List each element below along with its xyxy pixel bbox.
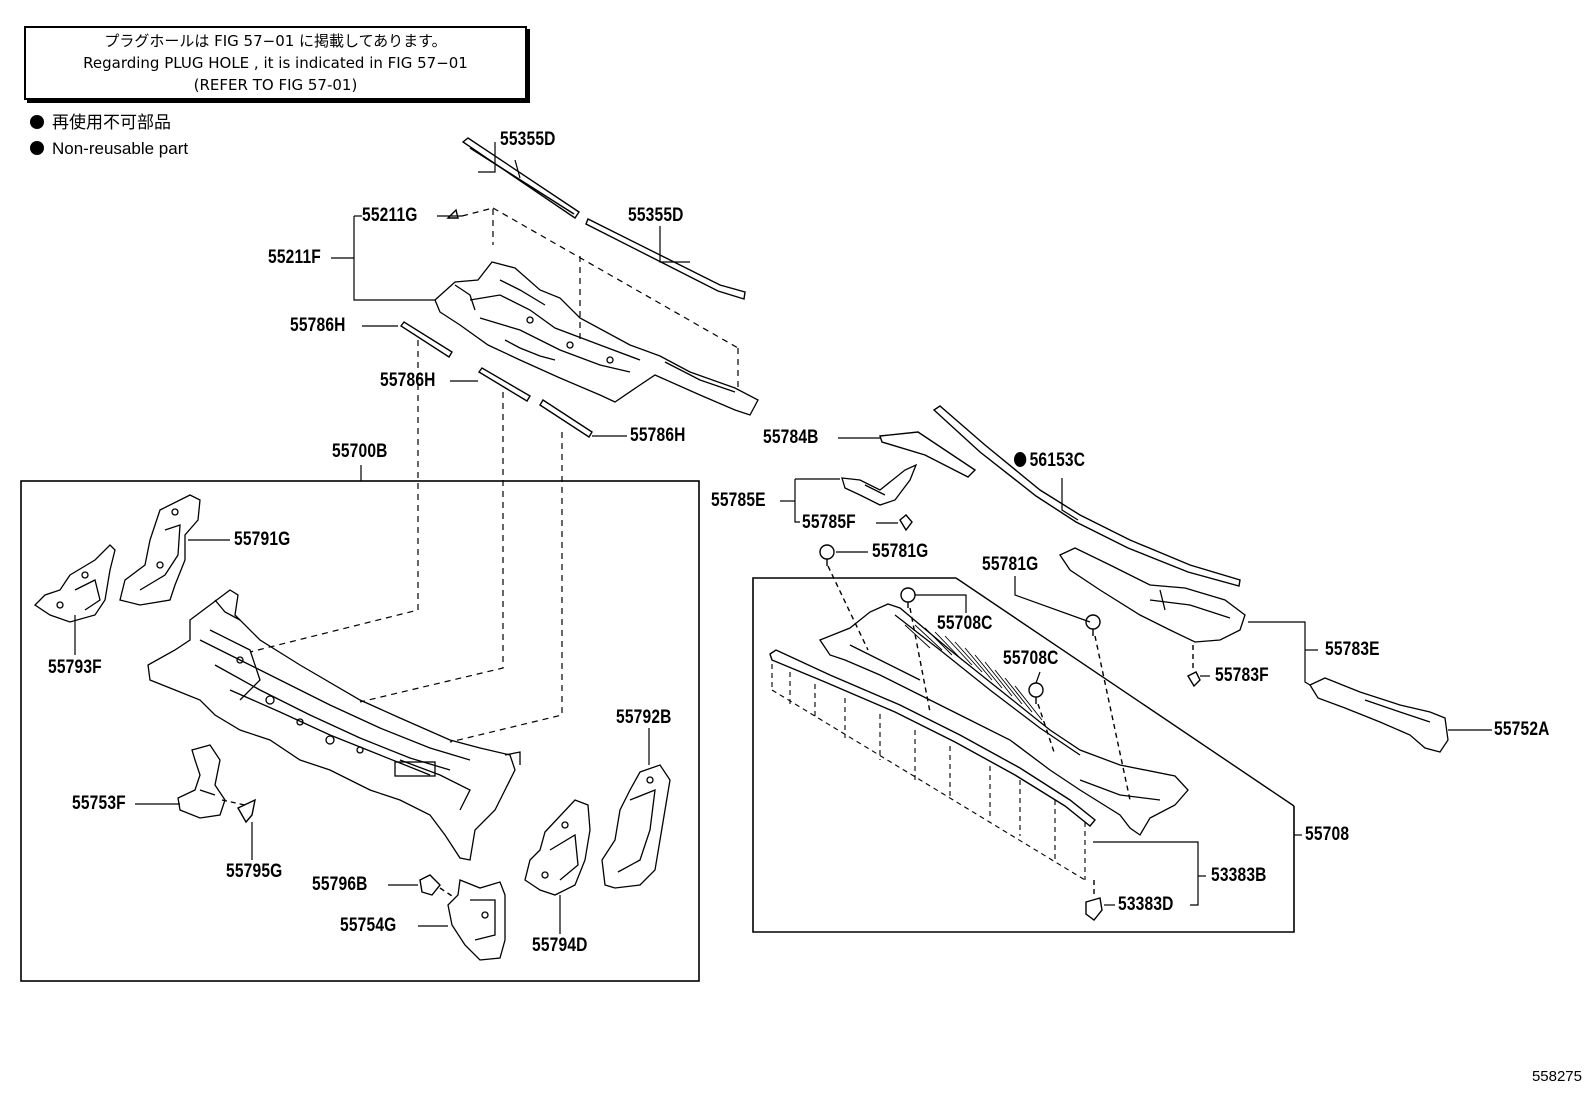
- part-55784B-seal: [879, 431, 977, 478]
- bullet-icon: [30, 115, 44, 129]
- legend-jp-text: 再使用不可部品: [52, 113, 171, 132]
- part-55785F-clip: [899, 514, 913, 532]
- part-55754G-bracket: [447, 879, 506, 961]
- part-55211G-plug: [446, 208, 459, 219]
- label-55781G-a[interactable]: 55781G: [872, 541, 929, 562]
- part-55783E-side-panel: [1059, 547, 1246, 643]
- label-55708C-b[interactable]: 55708C: [1003, 648, 1059, 669]
- label-53383D[interactable]: 53383D: [1118, 894, 1174, 915]
- label-55753F[interactable]: 55753F: [72, 793, 126, 814]
- label-53383B[interactable]: 53383B: [1211, 865, 1267, 886]
- label-55211F[interactable]: 55211F: [268, 247, 321, 268]
- label-55795G[interactable]: 55795G: [226, 861, 283, 882]
- group-box-55708: [752, 577, 1295, 933]
- label-55794D[interactable]: 55794D: [532, 935, 588, 956]
- part-55752A-extension: [1309, 677, 1449, 753]
- part-55796B-clip: [419, 874, 456, 899]
- bullet-icon: [30, 141, 44, 155]
- part-55753F-bracket: [177, 744, 246, 819]
- note-line-english: Regarding PLUG HOLE , it is indicated in…: [83, 54, 468, 72]
- part-55792B-bracket: [601, 764, 671, 889]
- fastener-55781G-b: [1085, 614, 1131, 801]
- label-55783F[interactable]: 55783F: [1215, 665, 1269, 686]
- label-55211G[interactable]: 55211G: [362, 205, 418, 226]
- note-line-reference: (REFER TO FIG 57-01): [193, 76, 358, 94]
- part-55785E-bracket: [841, 463, 918, 506]
- label-55708C-a[interactable]: 55708C: [937, 613, 993, 634]
- non-reusable-bullet-icon: [1014, 452, 1027, 467]
- part-55795G-clip: [237, 798, 256, 824]
- label-55796B[interactable]: 55796B: [312, 874, 368, 895]
- label-55781G-b[interactable]: 55781G: [982, 554, 1039, 575]
- label-55793F[interactable]: 55793F: [48, 657, 102, 678]
- note-box: プラグホールは FIG 57−01 に掲載してあります。 Regarding P…: [24, 26, 527, 100]
- label-55791G[interactable]: 55791G: [234, 529, 291, 550]
- label-55752A[interactable]: 55752A: [1494, 719, 1550, 740]
- legend-japanese: 再使用不可部品: [30, 112, 171, 134]
- label-55785F[interactable]: 55785F: [802, 512, 856, 533]
- legend-english: Non-reusable part: [30, 138, 188, 160]
- label-56153C-text: 56153C: [1029, 450, 1086, 471]
- figure-number: 558275: [1531, 1068, 1582, 1085]
- label-55355D-upper[interactable]: 55355D: [500, 129, 556, 150]
- label-55783E[interactable]: 55783E: [1325, 639, 1380, 660]
- part-55786H-strip-2: [477, 367, 531, 402]
- part-53383B-seal: [769, 649, 1096, 881]
- part-53383D-clip: [1085, 897, 1103, 921]
- label-55754G[interactable]: 55754G: [340, 915, 397, 936]
- part-55708-cowl-louver: [819, 603, 1189, 836]
- part-55355D-strip-upper: [461, 137, 580, 219]
- legend-en-text: Non-reusable part: [52, 139, 189, 158]
- label-55786H-1[interactable]: 55786H: [290, 315, 346, 336]
- fastener-55781G-a: [819, 544, 869, 651]
- label-55786H-2[interactable]: 55786H: [380, 370, 436, 391]
- note-line-japanese: プラグホールは FIG 57−01 に掲載してあります。: [104, 32, 447, 50]
- part-55783F-clip: [1187, 645, 1201, 688]
- part-55211F-cowl-top-panel: [434, 261, 759, 416]
- part-55786H-strip-3: [539, 399, 593, 438]
- part-55355D-strip-lower: [585, 218, 746, 300]
- part-55793F-bracket: [33, 544, 116, 623]
- label-55792B[interactable]: 55792B: [616, 707, 672, 728]
- part-55786H-strip-1: [399, 321, 453, 358]
- label-55700B[interactable]: 55700B: [332, 441, 388, 462]
- fastener-55708C-b: [1028, 682, 1056, 756]
- part-55700B-cowl-panel: [147, 589, 521, 861]
- label-55786H-3[interactable]: 55786H: [630, 425, 686, 446]
- label-55355D-lower[interactable]: 55355D: [628, 205, 684, 226]
- label-55784B[interactable]: 55784B: [763, 427, 819, 448]
- group-box-55700B: [20, 480, 700, 982]
- label-55785E[interactable]: 55785E: [711, 490, 766, 511]
- label-56153C[interactable]: 56153C: [1014, 450, 1085, 472]
- part-55794D-bracket: [524, 799, 591, 896]
- part-55791G-bracket: [119, 494, 201, 606]
- part-56153C-seal: [932, 405, 1241, 587]
- label-55708[interactable]: 55708: [1305, 824, 1350, 845]
